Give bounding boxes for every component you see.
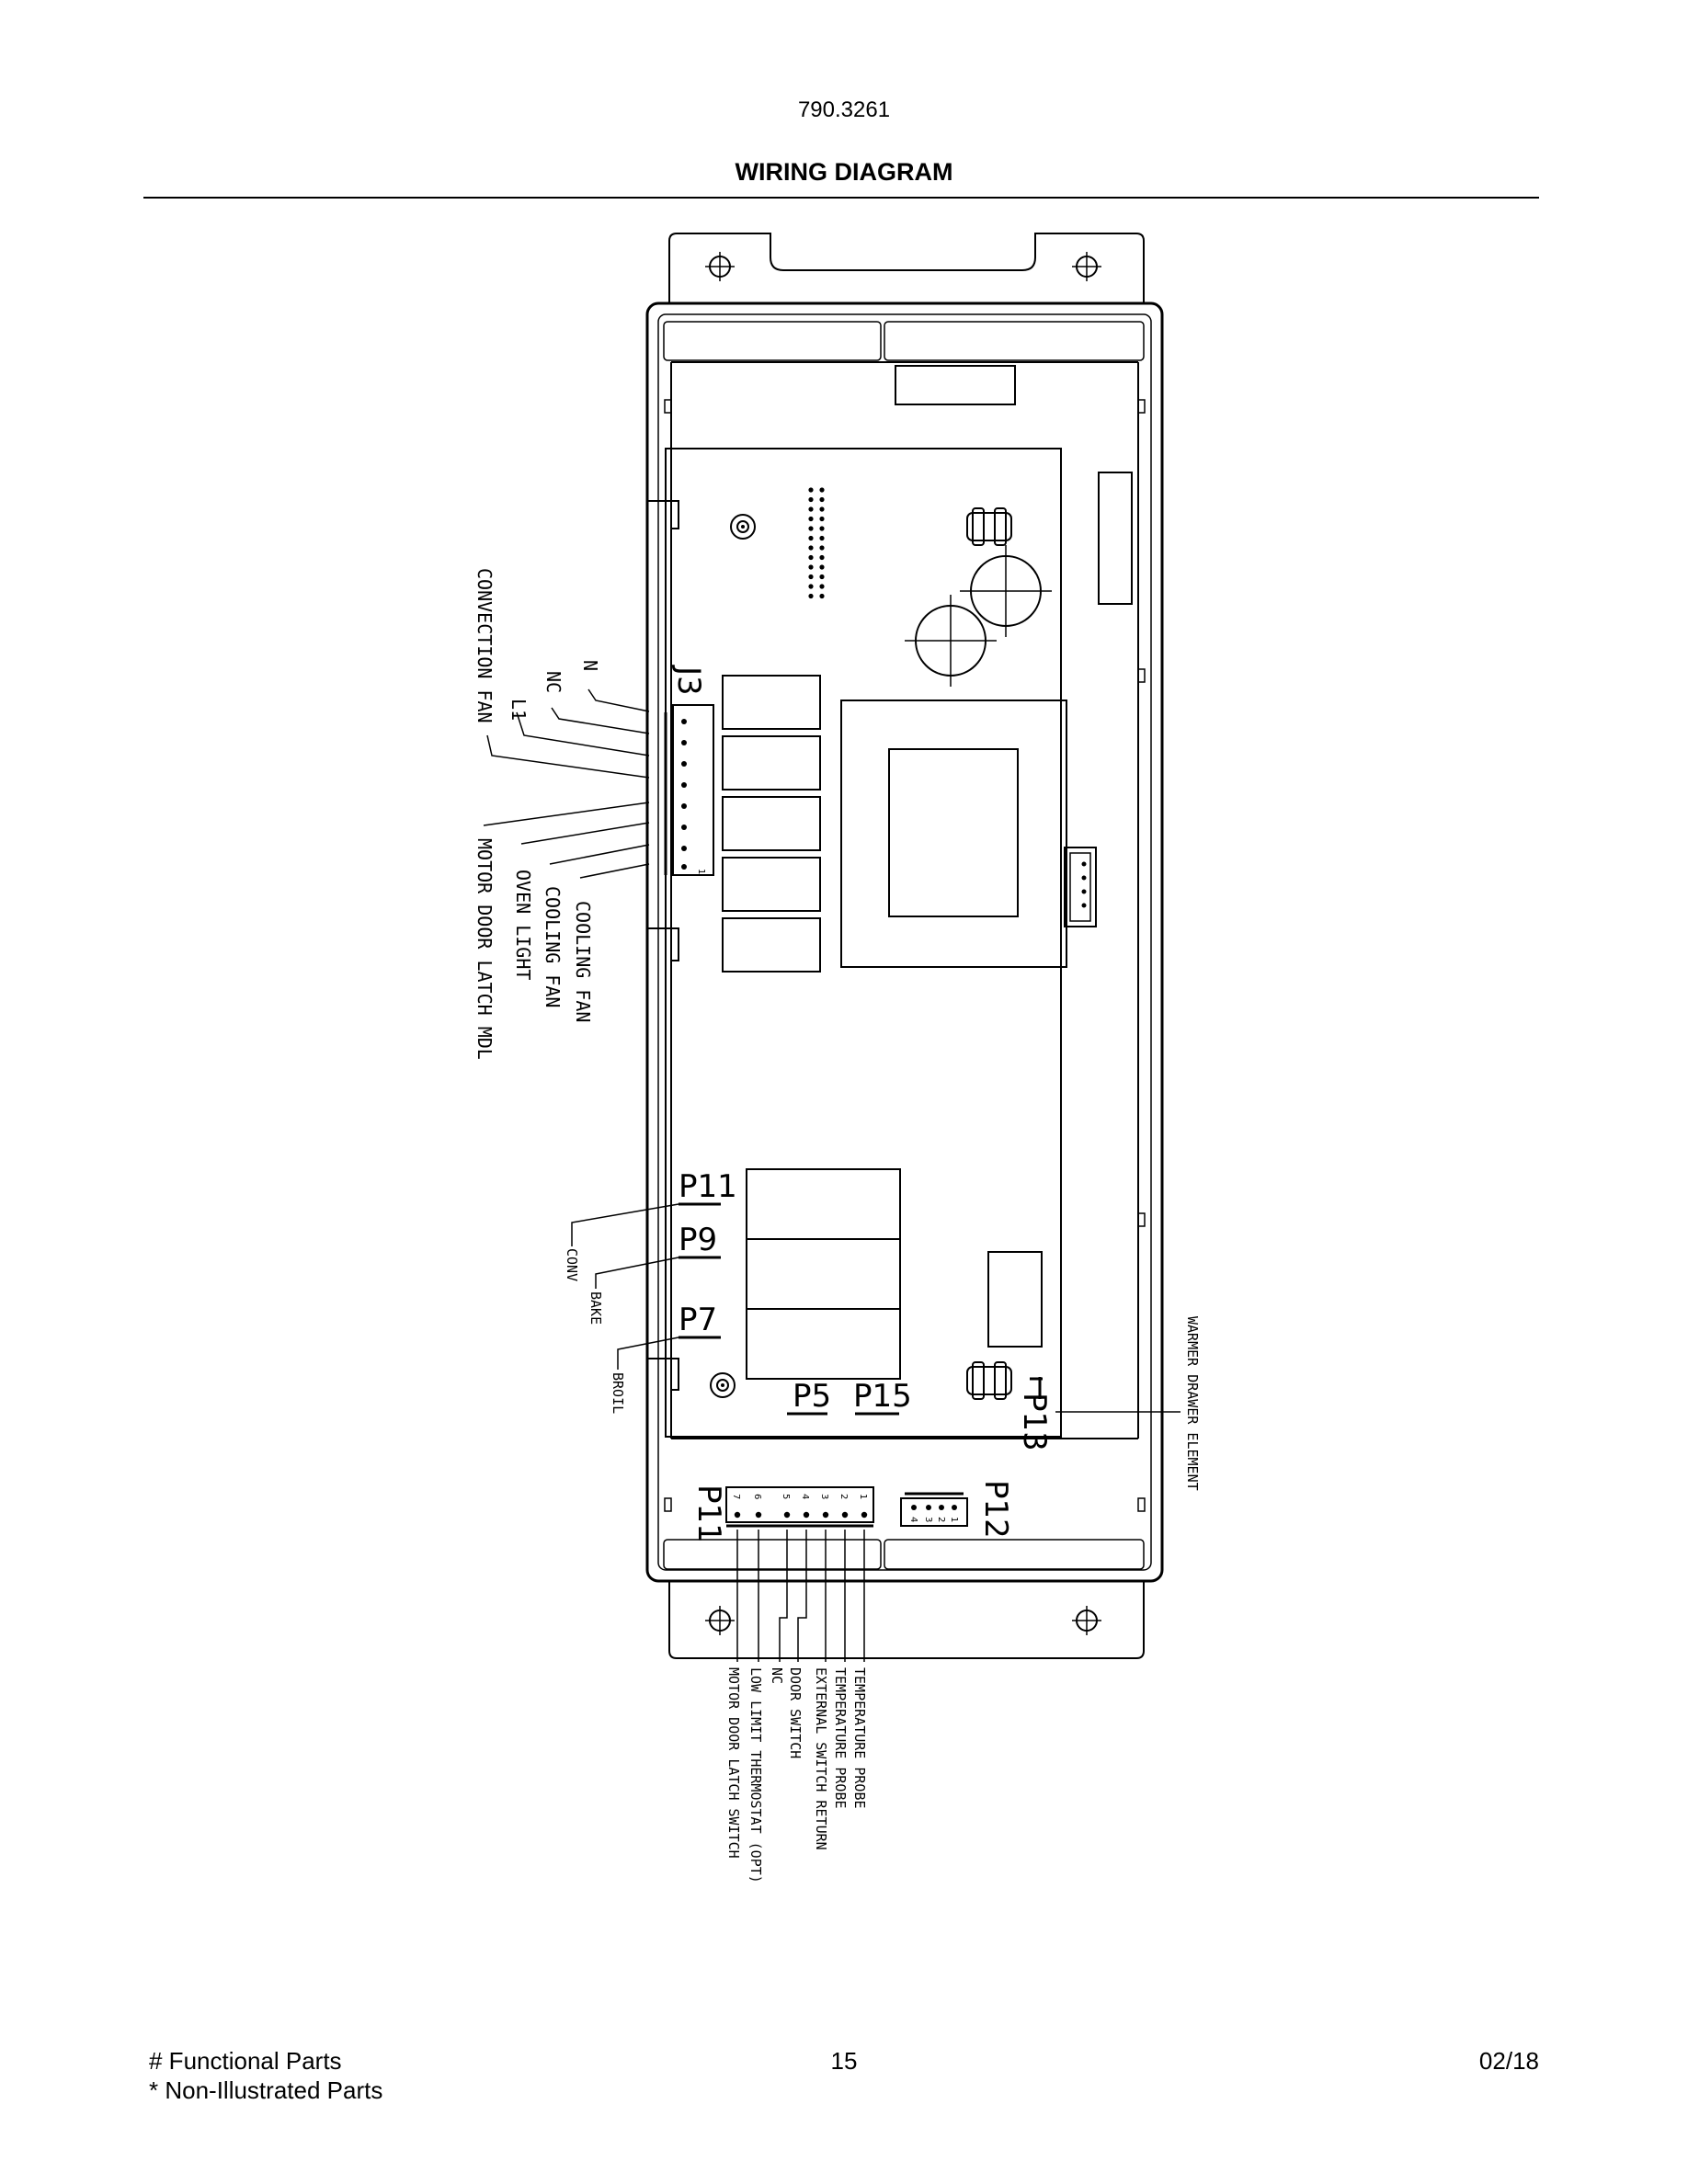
oven-light-label: OVEN LIGHT [512, 870, 534, 980]
p11-pin-number: 4 [800, 1494, 810, 1499]
bottom-mounting-bracket [668, 1581, 1145, 1659]
screw-hole-icon [1072, 1606, 1101, 1635]
page-number: 15 [830, 2047, 858, 2075]
p11-pin-number: 6 [752, 1494, 762, 1499]
p15-label: P15 [853, 1378, 912, 1415]
j3-pin-label: 1 [696, 869, 706, 874]
p12-label: P12 [977, 1480, 1014, 1539]
p11-pin-number: 2 [838, 1494, 849, 1499]
bake-label: BAKE [587, 1291, 604, 1325]
legend-non-illustrated-parts: * Non-Illustrated Parts [149, 2076, 383, 2104]
p7-label: P7 [679, 1302, 717, 1338]
display-window [895, 365, 1016, 405]
p11-pin-number: 1 [858, 1494, 868, 1499]
part-number: 790.3261 [797, 97, 891, 122]
circuit-board [665, 448, 1062, 1438]
p11-pin-number: 5 [781, 1494, 791, 1499]
p12-pin [952, 1505, 957, 1510]
p11-pin [755, 1511, 762, 1519]
screw-hole-icon [705, 252, 735, 281]
revision-date: 02/18 [1478, 2047, 1539, 2075]
p11-bottom-wire-label: MOTOR DOOR LATCH SWITCH [725, 1667, 742, 1859]
p11-bottom-wire-label: TEMPERATURE PROBE [832, 1667, 849, 1809]
p12-pin [911, 1505, 917, 1510]
p11-bottom-leader-lines [736, 1530, 865, 1662]
j3-connector: 1 [664, 704, 714, 876]
p11-bottom-wire-label: DOOR SWITCH [787, 1667, 804, 1758]
cooling-fan-label: COOLING FAN [542, 886, 564, 1007]
standoff-icon [730, 514, 756, 540]
p12-connector [900, 1492, 968, 1527]
p12-pin-number: 3 [923, 1517, 933, 1522]
p12-pin-number: 2 [936, 1517, 946, 1522]
conv-leader [571, 1203, 679, 1246]
p13-label: P13 [1016, 1393, 1053, 1451]
standoff-icon [710, 1372, 736, 1398]
board-component [987, 1251, 1043, 1348]
p11-pin [803, 1511, 810, 1519]
bake-leader [595, 1257, 679, 1289]
header-pin-array [808, 487, 825, 599]
legend: # Functional Parts * Non-Illustrated Par… [149, 2046, 382, 2105]
cooling-fan-label: COOLING FAN [572, 901, 594, 1022]
p12-pin-number: 4 [908, 1517, 918, 1522]
p11-bottom-wire-label: EXTERNAL SWITCH RETURN [813, 1667, 829, 1850]
p11-bottom-wire-label: NC [769, 1667, 785, 1684]
p11-pin [822, 1511, 829, 1519]
control-housing [645, 301, 1164, 1583]
p9-label: P9 [679, 1222, 717, 1258]
conv-label: CONV [564, 1248, 580, 1281]
p11-bottom-wire-label: TEMPERATURE PROBE [851, 1667, 868, 1809]
p12-pin [939, 1505, 944, 1510]
p12-pin [926, 1505, 931, 1510]
choke-icon [966, 507, 1012, 546]
p11-bottom-wire-label: LOW LIMIT THERMOSTAT (OPT) [747, 1667, 764, 1883]
p11-pin-number: 7 [731, 1494, 741, 1499]
choke-icon [966, 1361, 1012, 1400]
p11-pin [841, 1511, 849, 1519]
side-connector [1064, 847, 1097, 927]
n-label: N [579, 660, 601, 671]
broil-label: BROIL [610, 1372, 626, 1414]
p5-label: P5 [793, 1378, 831, 1415]
top-mounting-bracket [668, 233, 1145, 303]
j3-leader-lines [483, 688, 650, 879]
warmer-drawer-label: WARMER DRAWER ELEMENT [1184, 1316, 1201, 1491]
p11-pin [861, 1511, 868, 1519]
transformer [840, 700, 1067, 968]
p11-pin [783, 1511, 791, 1519]
motor-door-latch-label: MOTOR DOOR LATCH MDL [473, 838, 496, 1060]
l1-label: L1 [508, 699, 530, 721]
p11-bottom-connector [725, 1486, 874, 1528]
legend-functional-parts: # Functional Parts [149, 2047, 342, 2075]
p12-pin-number: 1 [949, 1517, 959, 1522]
header-divider [143, 197, 1539, 199]
nc-label: NC [542, 671, 565, 693]
capacitor-icon [905, 595, 997, 687]
page-title: WIRING DIAGRAM [735, 158, 953, 186]
broil-leader [617, 1337, 679, 1370]
screw-hole-icon [705, 1606, 735, 1635]
capacitor-icon [960, 545, 1052, 637]
p11-label: P11 [679, 1168, 737, 1205]
p11-pin [734, 1511, 741, 1519]
convection-fan-label: CONVECTION FAN [473, 568, 496, 723]
relay-block [746, 1168, 901, 1380]
screw-hole-icon [1072, 252, 1101, 281]
p11-bottom-label: P11 [690, 1484, 727, 1543]
p11-pin-number: 3 [819, 1494, 829, 1499]
j3-label: J3 [670, 665, 707, 696]
relay-block [722, 675, 821, 973]
board-component [1098, 472, 1133, 605]
